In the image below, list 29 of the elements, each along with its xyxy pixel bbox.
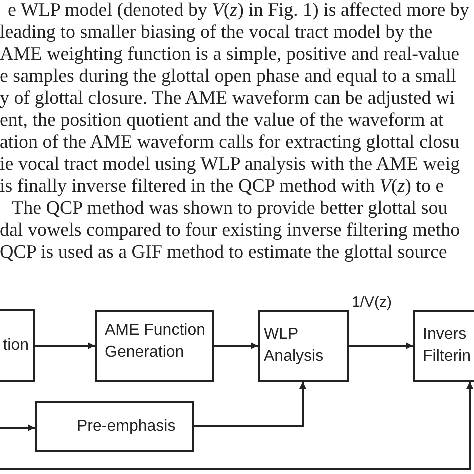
body-text-line: ent, the position quotient and the value of the waveform at [0, 110, 444, 132]
body-text-line: QCP is used as a GIF method to estimate the glottal source [0, 242, 448, 264]
body-text-line: ation of the AME waveform calls for extracting glottal closu [0, 132, 460, 154]
body-text-line: AME weighting function is a simple, positive and real-value [0, 44, 460, 66]
process-box [95, 310, 214, 382]
edge-label: 1/V(z) [352, 294, 392, 312]
body-text-line: The QCP method was shown to provide better glottal sou [12, 198, 448, 220]
process-box [413, 310, 474, 382]
body-text-line: ie vocal tract model using WLP analysis with the AME weig [0, 154, 460, 176]
arrow [194, 382, 306, 427]
body-text-line: e samples during the glottal open phase and equal to a small [0, 66, 456, 88]
arrow [214, 342, 258, 350]
process-box [0, 309, 35, 382]
box-label: AME Function Generation [105, 321, 206, 363]
arrow [0, 424, 35, 432]
process-box [258, 310, 349, 382]
body-text-line: is finally inverse filtered in the QCP method with V(z) to e [0, 176, 444, 198]
body-text-line: dal vowels compared to four existing inverse filtering metho [0, 220, 460, 242]
body-text-line: e WLP model (denoted by V(z) in Fig. 1) is affected more by [8, 0, 470, 22]
arrow [349, 342, 413, 350]
arrow [0, 382, 474, 470]
arrow [35, 342, 95, 350]
box-label: Invers Filterin [423, 325, 472, 367]
box-label: tion [3, 336, 29, 356]
box-label: Pre-emphasis [77, 416, 176, 436]
process-box [35, 401, 194, 452]
body-text-line: y of glottal closure. The AME waveform can be adjusted wi [0, 88, 455, 110]
body-text-line: leading to smaller biasing of the vocal tract model by the [0, 22, 433, 44]
box-label: WLP Analysis [264, 325, 325, 367]
